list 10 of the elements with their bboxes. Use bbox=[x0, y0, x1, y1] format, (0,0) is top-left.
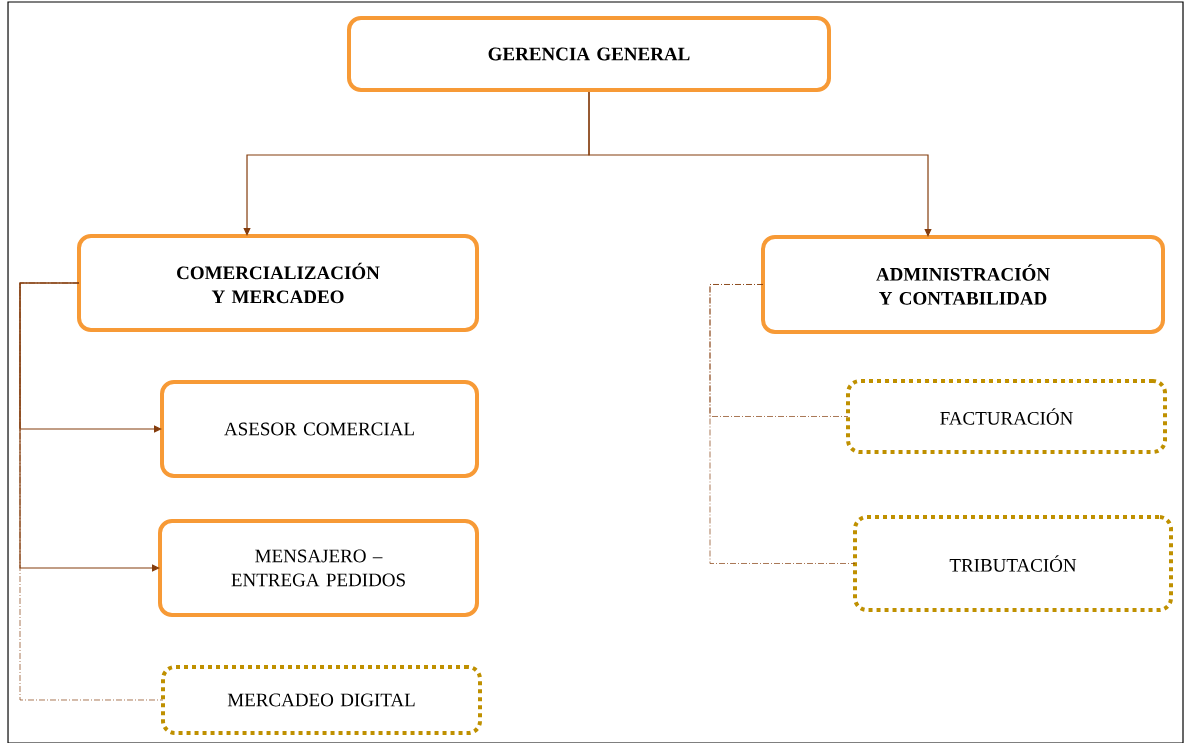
unit-box: MERCADEO DIGITAL bbox=[161, 665, 482, 735]
unit-box: ASESOR COMERCIAL bbox=[160, 380, 479, 478]
department-box: COMERCIALIZACIÓN Y MERCADEO bbox=[77, 234, 479, 332]
department-box: GERENCIA GENERAL bbox=[347, 16, 831, 92]
unit-box: MENSAJERO – ENTREGA PEDIDOS bbox=[158, 519, 479, 617]
connector-arrow bbox=[19, 282, 160, 572]
unit-box: FACTURACIÓN bbox=[846, 379, 1167, 454]
department-box: ADMINISTRACIÓN Y CONTABILIDAD bbox=[761, 235, 1165, 334]
connector-arrow bbox=[588, 91, 932, 237]
unit-box: TRIBUTACIÓN bbox=[853, 515, 1173, 612]
